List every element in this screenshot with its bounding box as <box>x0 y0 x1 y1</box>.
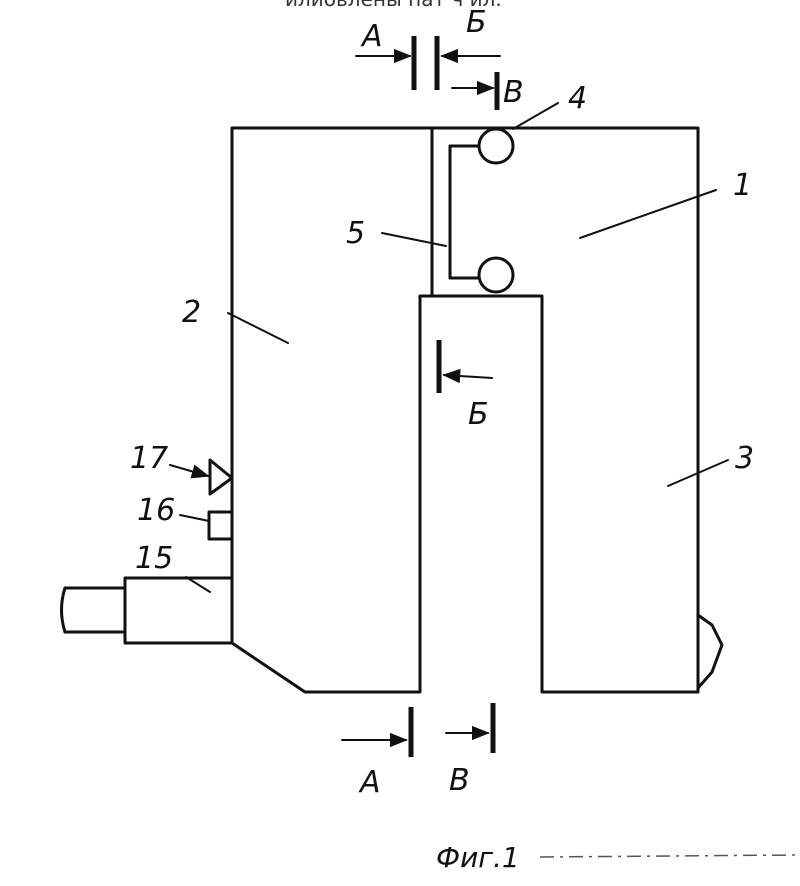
element-4-rollers <box>450 129 513 292</box>
caption-line <box>540 855 796 857</box>
mark-top-a: А <box>360 19 383 54</box>
mark-top-b: Б <box>466 5 487 40</box>
section-marks-bottom <box>342 703 493 757</box>
mark-mid-b: Б <box>468 397 489 432</box>
mark-bottom-a: А <box>358 765 381 800</box>
label-2: 2 <box>182 295 201 330</box>
element-16 <box>209 512 232 539</box>
figure-caption: Фиг.1 <box>436 841 520 874</box>
right-cap <box>698 615 722 688</box>
label-4: 4 <box>568 81 587 116</box>
mark-bottom-v: В <box>449 763 470 798</box>
label-15: 15 <box>135 541 173 576</box>
connector-15 <box>62 578 233 643</box>
label-17: 17 <box>130 441 168 476</box>
label-1: 1 <box>733 168 752 203</box>
label-5: 5 <box>346 216 365 251</box>
mark-top-v: В <box>503 75 524 110</box>
section-mark-middle <box>439 340 492 393</box>
label-3: 3 <box>735 441 754 476</box>
label-16: 16 <box>137 493 175 528</box>
housing-outline <box>232 128 698 692</box>
element-17 <box>210 460 232 494</box>
